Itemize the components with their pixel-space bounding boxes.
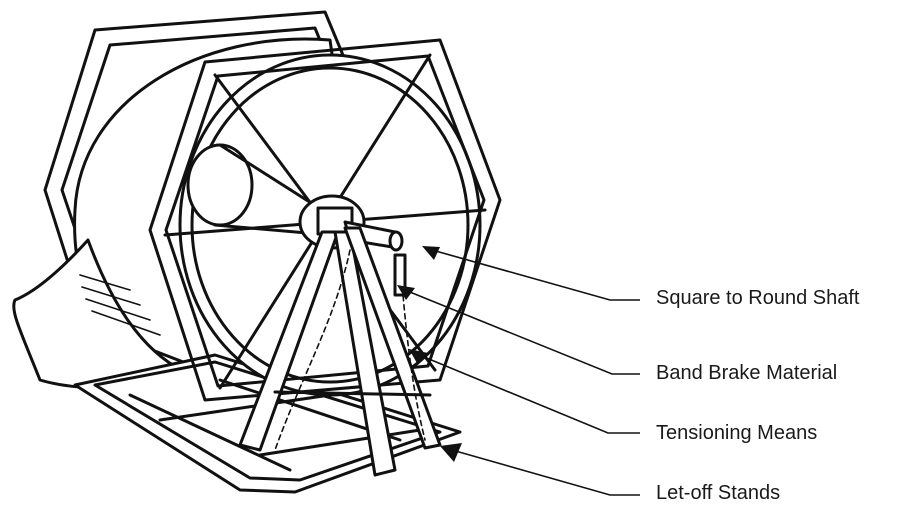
callout-let-off-stands: Let-off Stands	[656, 482, 781, 504]
callout-leaders	[397, 246, 640, 496]
a-frame-stand	[238, 226, 442, 477]
callout-tensioning-means: Tensioning Means	[656, 422, 818, 444]
callout-band-brake-material: Band Brake Material	[656, 362, 838, 384]
callout-square-to-round-shaft: Square to Round Shaft	[656, 287, 860, 309]
